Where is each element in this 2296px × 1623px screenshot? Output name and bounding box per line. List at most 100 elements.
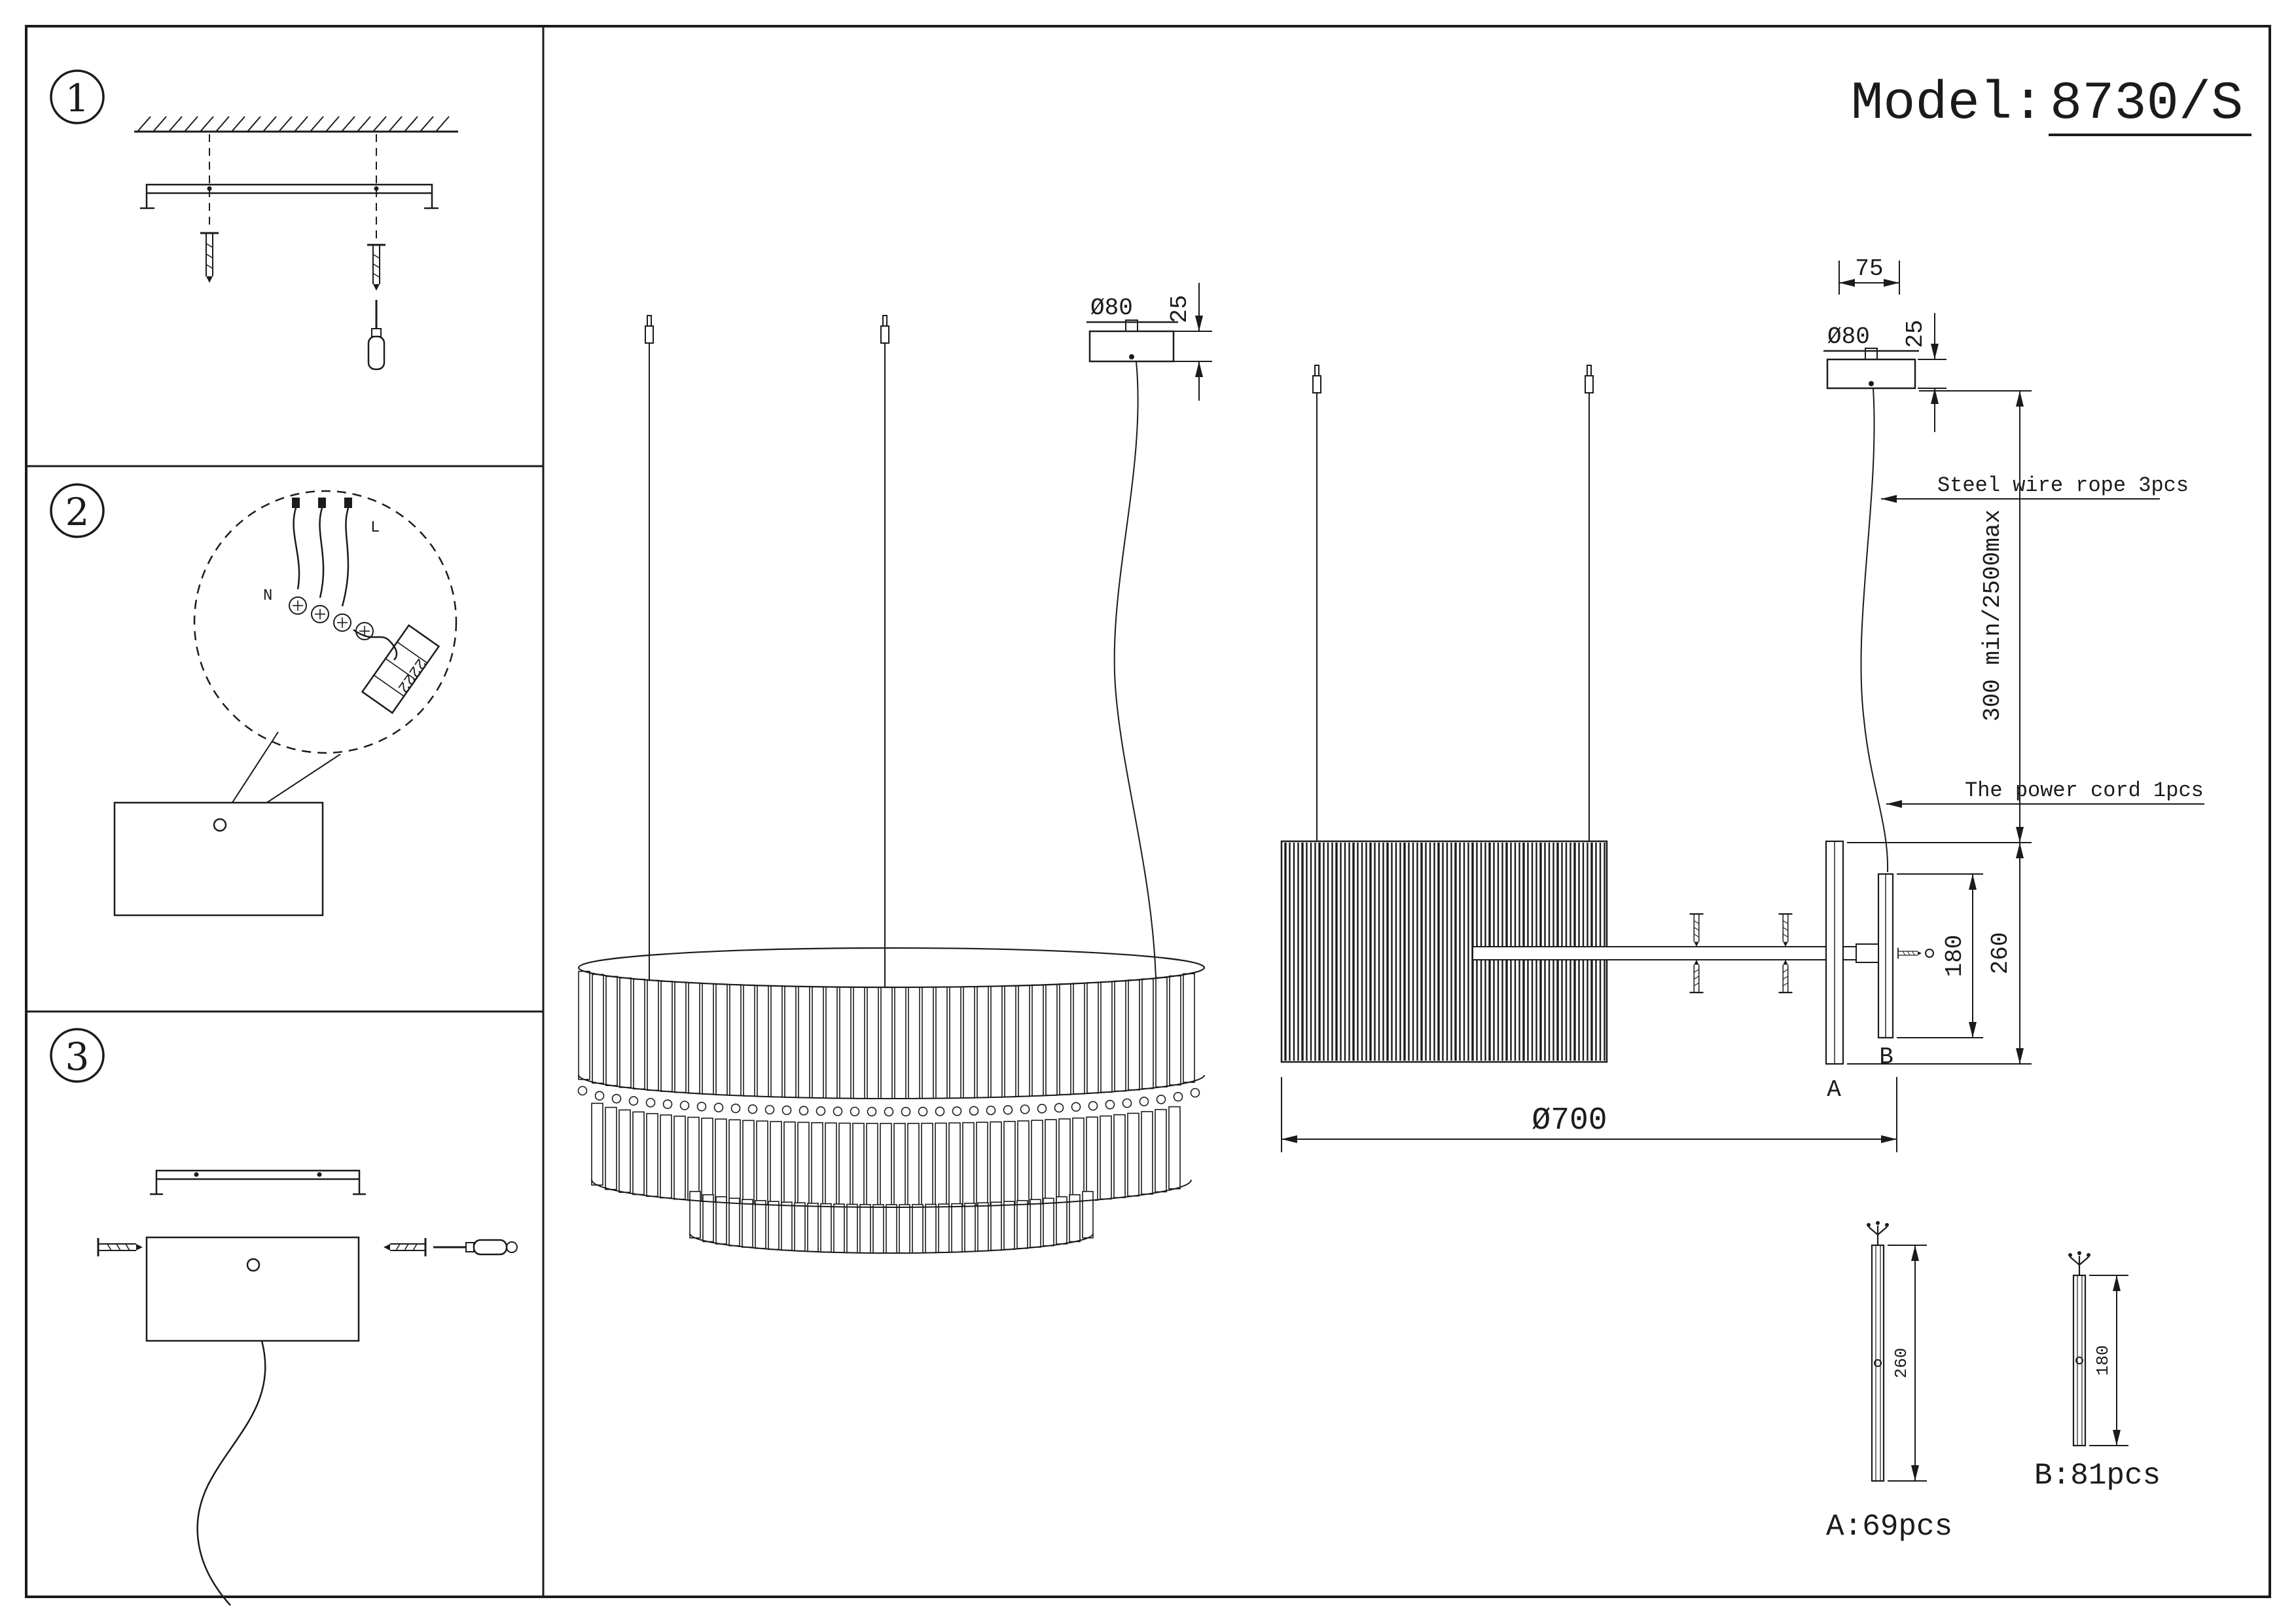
bead (1122, 1098, 1132, 1108)
crystal-rod (798, 986, 810, 1099)
ceiling-hatch (247, 116, 261, 132)
step-badge-1: 1 (50, 69, 105, 124)
crystal-rod (867, 987, 879, 1099)
screw-thread (1782, 982, 1789, 987)
screw-thread (206, 264, 213, 269)
arrowhead (1931, 344, 1939, 359)
crystal-rod (605, 1106, 617, 1190)
screw-thread (1693, 982, 1700, 987)
supply-wire (341, 507, 350, 607)
bracket-hole (374, 186, 379, 191)
crystal-rod (949, 986, 961, 1099)
bead (935, 1106, 945, 1116)
bead (1088, 1101, 1098, 1111)
marker-a: A (1827, 1076, 1841, 1103)
power-cord (1113, 361, 1157, 979)
crystal-rod (1058, 1118, 1071, 1203)
crystal-rod (768, 1201, 780, 1250)
ceiling-hatch (435, 116, 450, 132)
rod-a-length: 260 (1892, 1348, 1911, 1379)
crystal-rod (899, 1204, 910, 1254)
bead (816, 1106, 826, 1116)
screwdriver-pommel (506, 1241, 518, 1253)
arrowhead (1881, 495, 1897, 503)
ceiling-hatch (215, 116, 230, 132)
model-number: 8730/S (2050, 73, 2243, 134)
rod-a-body (1871, 1244, 1885, 1482)
crystal-rod (1003, 1201, 1015, 1250)
ceiling-hatch (137, 116, 151, 132)
arrowhead (1881, 1135, 1897, 1143)
wire-label-n: N (263, 587, 272, 605)
step-number-3: 3 (65, 1034, 90, 1079)
canopy-plate (113, 801, 324, 917)
step-number-1: 1 (65, 76, 90, 120)
supply-wires (292, 498, 352, 607)
rod-b-hole (2075, 1357, 2083, 1364)
bead (1105, 1099, 1115, 1110)
ceiling-hatch (341, 116, 355, 132)
crystal-rod (1017, 1120, 1030, 1205)
arrowhead (1282, 1135, 1297, 1143)
crystal-rod (886, 1204, 897, 1254)
screw-tip (384, 1244, 390, 1250)
inner-height: 180 (1941, 935, 1968, 977)
crystal-rod (701, 1118, 713, 1202)
rod-a-hook (1868, 1226, 1888, 1245)
ceiling-hatch (168, 116, 183, 132)
crystal-rod (812, 986, 824, 1099)
bead (1173, 1091, 1183, 1102)
screw-thread (372, 263, 380, 268)
badge-circle (50, 483, 105, 538)
crystal-rod (935, 1122, 947, 1208)
crystal-rod (938, 1203, 950, 1253)
crystal-rod (715, 983, 728, 1096)
wire-adjusters (1312, 365, 1594, 393)
steel-wire-note: Steel wire rope 3pcs (1937, 473, 2189, 498)
bead (713, 1103, 724, 1112)
screw-tip (1918, 951, 1922, 955)
screwdriver-collar (465, 1242, 475, 1252)
crystal-rod (990, 1121, 1002, 1207)
screw-thread (1912, 951, 1915, 956)
crystal-rod (852, 1122, 865, 1208)
side-canopy-diameter: Ø80 (1827, 323, 1870, 350)
crystal-rod (702, 983, 714, 1095)
crystal-rod (964, 1203, 976, 1252)
dimension-arrows (1195, 279, 2121, 1481)
ceiling-hatch (262, 116, 277, 132)
bead (577, 1085, 588, 1096)
step-badge-2: 2 (50, 483, 105, 538)
ceiling-hatch-group (137, 116, 450, 132)
crystal-rod (1031, 1120, 1043, 1205)
crystal-rod (880, 987, 893, 1099)
crystal-rod (1086, 1116, 1098, 1201)
crystal-rod (990, 985, 1003, 1098)
crystal-rod (784, 985, 797, 1098)
bead (1054, 1103, 1064, 1113)
screwdriver (367, 300, 386, 371)
ceiling-hatch (294, 116, 308, 132)
crystal-rod (794, 1202, 806, 1252)
crystal-rod (839, 986, 852, 1099)
cable-entry-hole (213, 818, 227, 832)
step-badge-3: 3 (50, 1028, 105, 1083)
screw-tip (136, 1244, 143, 1250)
marker-b: B (1879, 1044, 1893, 1070)
crystal-rod (715, 1118, 727, 1203)
crystal-rod (673, 1116, 686, 1200)
crystal-rod (838, 1122, 851, 1208)
bracket-width: 75 (1855, 255, 1883, 282)
cord-exit (1869, 381, 1874, 386)
crystal-rod (1155, 977, 1168, 1087)
rod-b-length: 180 (2093, 1345, 2113, 1376)
ceiling-hatch (231, 116, 245, 132)
crystal-rod (1073, 983, 1085, 1095)
crystal-rod (976, 1122, 988, 1207)
part-b: 180 B:81pcs (2034, 1251, 2161, 1493)
crystal-rod (963, 986, 975, 1099)
crystal-rod (647, 979, 659, 1091)
connector-wire (353, 629, 398, 661)
wire-adjuster (1585, 375, 1594, 393)
